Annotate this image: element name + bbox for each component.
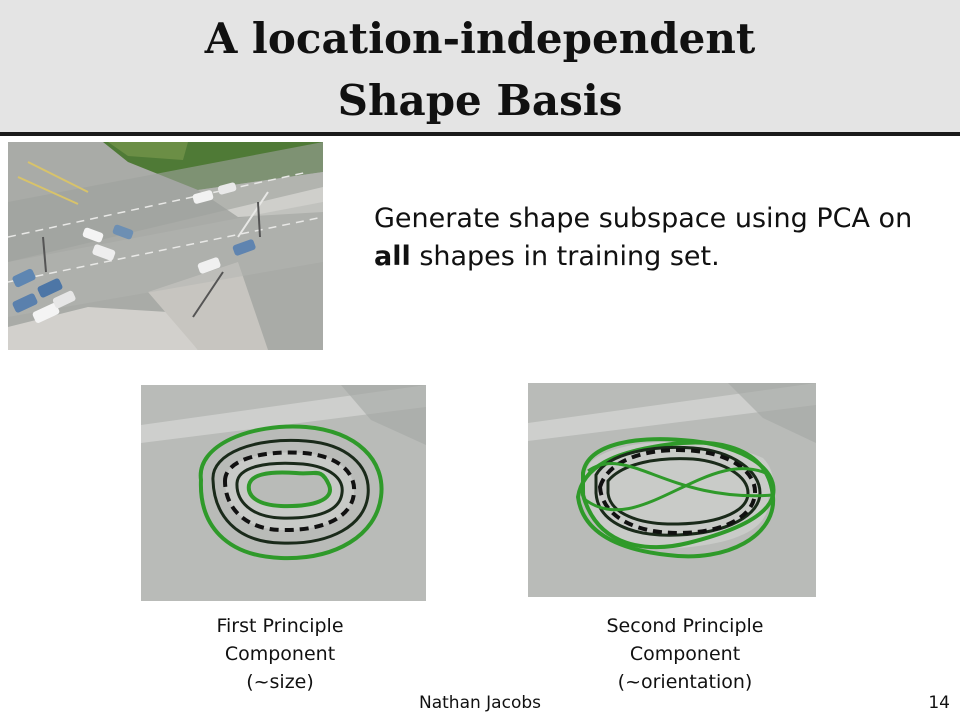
slide-title-line1: A location-independent: [204, 14, 756, 63]
first-component-caption-line1: First Principle: [216, 615, 344, 637]
first-component-caption: First Principle Component (~size): [160, 612, 400, 696]
intersection-photo: [8, 142, 323, 350]
second-component-caption: Second Principle Component (~orientation…: [560, 612, 810, 696]
first-component-caption-line3: (~size): [246, 671, 314, 693]
second-component-caption-line3: (~orientation): [617, 671, 753, 693]
title-banner: [0, 0, 960, 132]
second-component-figure: [528, 383, 816, 597]
body-text-start: Generate shape subspace using PCA on: [374, 203, 913, 234]
slide-title-line2: Shape Basis: [337, 76, 623, 125]
body-text-end: shapes in training set.: [410, 241, 720, 272]
title-rule: [0, 132, 960, 136]
second-component-caption-line2: Component: [629, 643, 741, 665]
footer-author: Nathan Jacobs: [419, 693, 541, 713]
slide-title: A location-independent Shape Basis: [0, 8, 960, 132]
body-text: Generate shape subspace using PCA on all…: [374, 200, 944, 276]
first-component-figure: [141, 385, 426, 601]
first-component-caption-line2: Component: [224, 643, 336, 665]
page-number: 14: [928, 693, 950, 713]
second-component-caption-line1: Second Principle: [606, 615, 764, 637]
body-text-emphasis: all: [374, 241, 411, 272]
